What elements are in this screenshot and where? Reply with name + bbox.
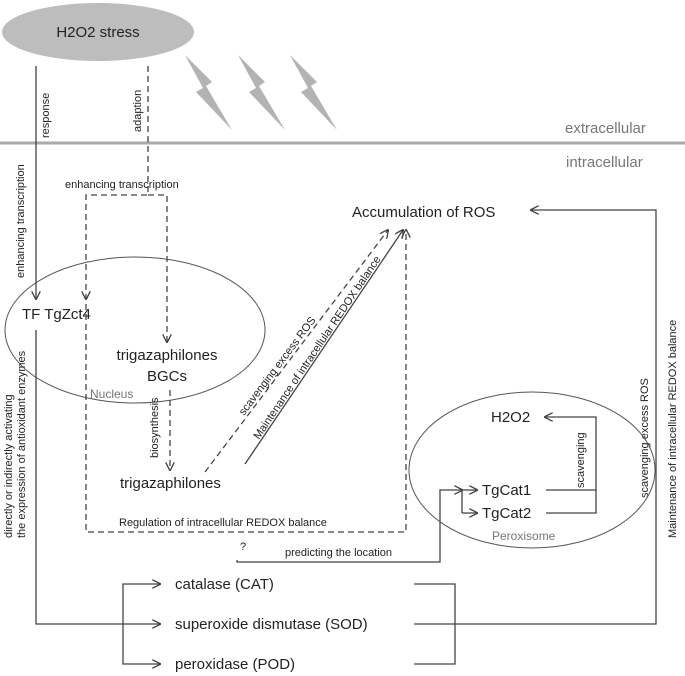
trigazaphilones-node: trigazaphilones (120, 475, 221, 492)
tgcat1-node: TgCat1 (482, 482, 531, 499)
ros-node: Accumulation of ROS (352, 204, 495, 221)
maintenance-right-label: Maintenance of intracellular REDOX balan… (667, 320, 679, 538)
pod-node: peroxidase (POD) (175, 656, 295, 673)
scavenging-arrow (545, 417, 597, 491)
extracellular-label: extracellular (565, 120, 646, 137)
response-label: response (40, 93, 52, 138)
predicting-arrow (236, 490, 462, 563)
nucleus-label: Nucleus (90, 387, 133, 401)
regulation-label: Regulation of intracellular REDOX balanc… (119, 517, 327, 529)
biosynthesis-label: biosynthesis (149, 397, 161, 458)
maintenance-diag-arrow (244, 230, 403, 465)
adaption-label: adaption (132, 90, 144, 132)
predicting-label: predicting the location (285, 547, 392, 559)
stress-label: H2O2 stress (56, 24, 139, 41)
activating-arrow (35, 330, 160, 624)
bgc-line2: BGCs (147, 368, 187, 385)
peroxisome-node (408, 391, 656, 549)
cat-node: catalase (CAT) (175, 576, 274, 593)
enhancing-transcription-left-label: enhancing transcription (15, 164, 27, 278)
cat-arrow (122, 584, 160, 624)
intracellular-label: intracellular (566, 154, 643, 171)
tgcat2-node: TgCat2 (482, 505, 531, 522)
enhancing-transcription-top-label: enhancing transcription (65, 179, 179, 191)
question-mark: ? (240, 541, 246, 553)
h2o2-node: H2O2 (491, 409, 530, 426)
adaption-arrow (86, 66, 149, 299)
activating-label-2: the expression of antioxidant enzymes (16, 350, 28, 538)
activating-label-1: directly or indirectly activating (3, 394, 15, 538)
tgcat2-link (546, 490, 597, 514)
nucleus-node (4, 256, 266, 404)
scavenging-diag-arrow (204, 230, 388, 473)
maintenance-right-arrow (455, 210, 657, 625)
tf-node: TF TgZct4 (22, 306, 91, 323)
bgc-line1: trigazaphilones (117, 347, 218, 364)
regulation-arrow (85, 230, 406, 533)
peroxisome-label: Peroxisome (492, 529, 556, 543)
scavenging-right-label: scavenging excess ROS (639, 378, 651, 498)
lightning-icon (185, 55, 337, 130)
scavenging-label: scavenging (575, 432, 587, 488)
maintenance-diag-label: Maintenance of intracellular REDOX balan… (252, 254, 384, 442)
adaption-arrow-bgc (148, 194, 167, 342)
pod-arrow (122, 624, 160, 664)
sod-node: superoxide dismutase (SOD) (175, 616, 368, 633)
stress-node (2, 3, 194, 61)
